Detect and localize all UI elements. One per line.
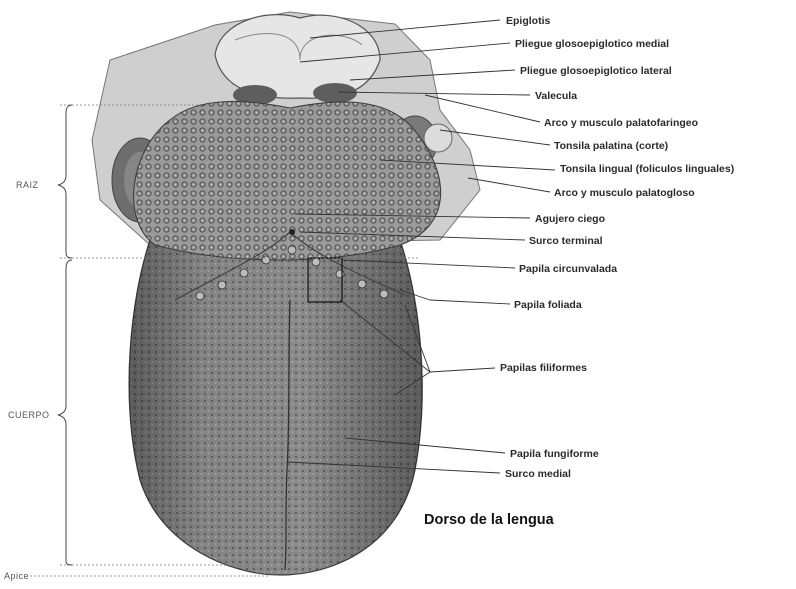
- label-arco-palatofaringeo: Arco y musculo palatofaringeo: [544, 117, 698, 129]
- label-pliegue-lateral: Pliegue glosoepiglotico lateral: [520, 65, 672, 77]
- label-epiglotis: Epiglotis: [506, 15, 550, 27]
- label-papilas-filiformes: Papilas filiformes: [500, 362, 587, 374]
- label-agujero-ciego: Agujero ciego: [535, 213, 605, 225]
- vallecula-right: [313, 83, 357, 103]
- label-surco-medial: Surco medial: [505, 468, 571, 480]
- region-label-body: CUERPO: [8, 410, 50, 420]
- label-surco-terminal: Surco terminal: [529, 235, 603, 247]
- label-papila-foliada: Papila foliada: [514, 299, 582, 311]
- label-papila-fungiforme: Papila fungiforme: [510, 448, 599, 460]
- region-label-apex: Apice: [4, 571, 29, 581]
- label-papila-circunvalada: Papila circunvalada: [519, 263, 617, 275]
- region-label-root: RAIZ: [16, 180, 39, 190]
- label-tonsila-lingual: Tonsila lingual (foliculos linguales): [560, 163, 734, 175]
- root-brace: [58, 105, 72, 258]
- body-brace: [58, 260, 72, 565]
- tongue-root: [134, 101, 441, 260]
- epiglottis: [215, 15, 380, 99]
- foramen-cecum: [289, 229, 295, 235]
- label-tonsila-palatina: Tonsila palatina (corte): [554, 140, 668, 152]
- label-valecula: Valecula: [535, 90, 577, 102]
- label-pliegue-medial: Pliegue glosoepiglotico medial: [515, 38, 669, 50]
- label-arco-palatogloso: Arco y musculo palatogloso: [554, 187, 695, 199]
- figure-title: Dorso de la lengua: [424, 512, 555, 528]
